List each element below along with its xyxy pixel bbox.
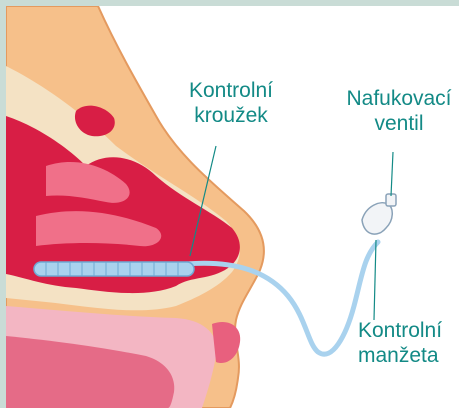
label-inflation-valve-line2: ventil	[324, 111, 459, 136]
label-control-cuff: Kontrolní manžeta	[358, 318, 459, 368]
label-inflation-valve-line1: Nafukovací	[324, 86, 459, 111]
label-control-ring-line2: kroužek	[170, 103, 292, 128]
label-control-ring-line1: Kontrolní	[170, 78, 292, 103]
label-control-cuff-line2: manžeta	[358, 343, 459, 368]
diagram-panel: Kontrolní kroužek Nafukovací ventil Kont…	[6, 6, 459, 408]
label-control-cuff-line1: Kontrolní	[358, 318, 459, 343]
inflation-valve	[362, 203, 392, 234]
leader-line-valve	[391, 152, 393, 196]
label-inflation-valve: Nafukovací ventil	[324, 86, 459, 136]
label-control-ring: Kontrolní kroužek	[170, 78, 292, 128]
leader-line-cuff	[374, 240, 376, 320]
